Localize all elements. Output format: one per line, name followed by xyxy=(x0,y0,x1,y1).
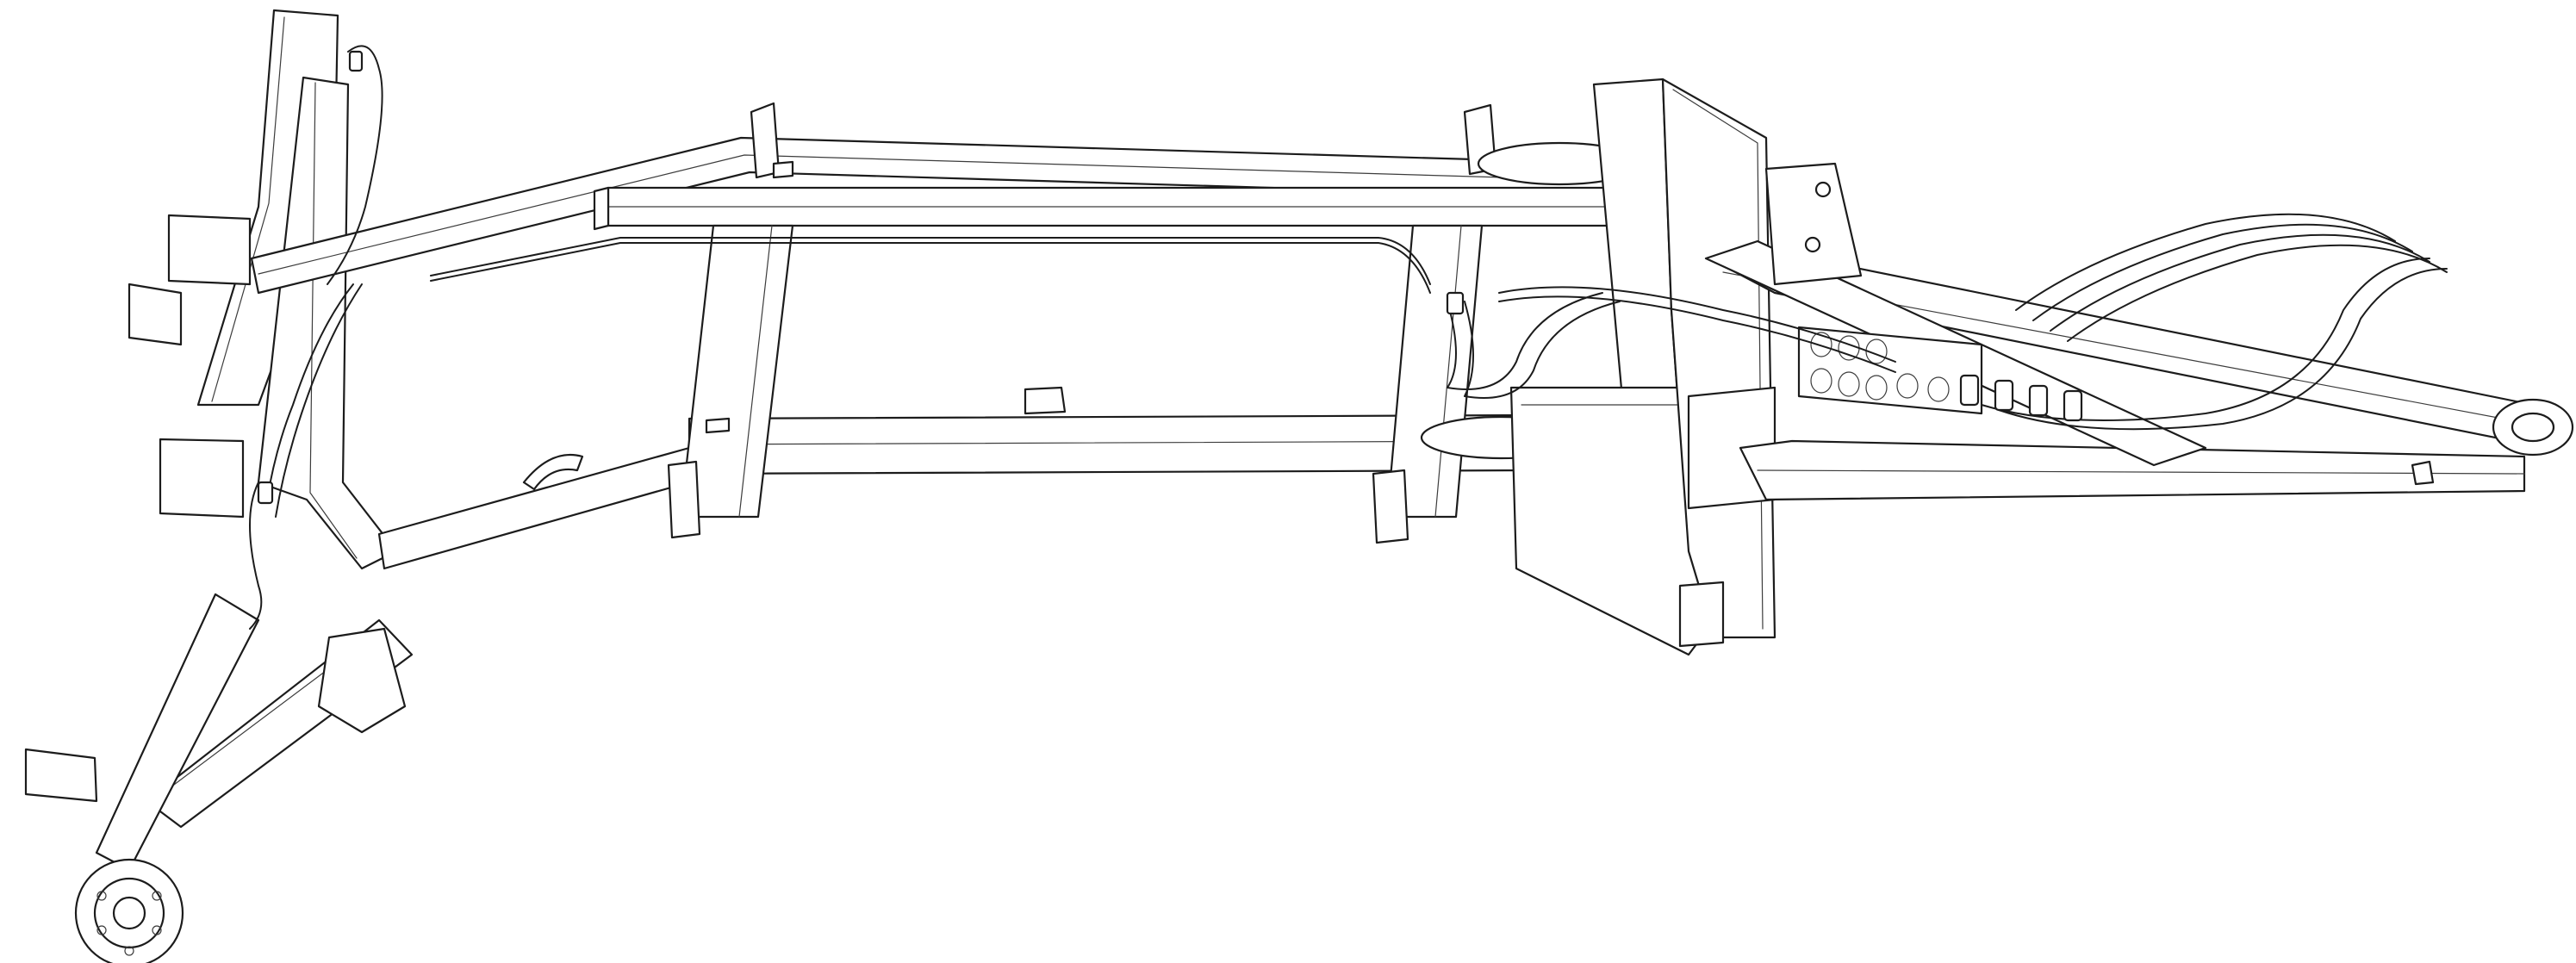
left-mount-plate xyxy=(167,214,252,286)
mounting-box xyxy=(1509,78,1776,656)
wheel-stud-2 xyxy=(152,891,162,901)
hose-cross-1 xyxy=(1498,286,1896,363)
hydraulic-coupler-2 xyxy=(1994,379,2014,412)
hydraulic-coupler-left-1 xyxy=(348,50,364,72)
hose-loop-2 xyxy=(1464,301,1621,399)
wheel-hub-flange xyxy=(74,858,184,963)
hose-arc-5 xyxy=(2050,233,2430,332)
hitch-tab-lower xyxy=(2411,460,2435,486)
hose-arc-4 xyxy=(2032,223,2413,321)
plate-hole-6 xyxy=(1865,375,1888,401)
hose-beam-run-1 xyxy=(430,237,1431,285)
mounting-bracket-center xyxy=(1024,386,1067,415)
long-beam-upper-end xyxy=(593,186,610,231)
hitch-eye-outer xyxy=(2492,398,2574,457)
left-side-tab xyxy=(128,283,183,346)
wheel-stud-3 xyxy=(96,925,107,935)
tongue-bolt-1 xyxy=(1814,181,1832,198)
frame-right-beam xyxy=(377,413,1535,570)
hydraulic-coupler-1 xyxy=(1959,374,1980,407)
hose-arc-6 xyxy=(2067,244,2448,342)
plate-hole-8 xyxy=(1927,376,1950,402)
cross-tube-right-tab-bottom xyxy=(1372,469,1409,544)
upper-rail-inner xyxy=(258,154,1621,275)
hitch-eye xyxy=(2411,398,2574,486)
left-upright-front-edge xyxy=(309,82,358,559)
hitch-eye-inner xyxy=(2511,412,2555,443)
hydraulic-coupler-left-2 xyxy=(257,481,274,505)
hose-left-lower-2 xyxy=(275,283,363,518)
lower-rail-to-axle xyxy=(377,446,691,570)
hydraulic-coupler-3 xyxy=(2028,384,2049,417)
tongue-bolt-2 xyxy=(1804,236,1821,253)
hose-left-lower xyxy=(266,283,354,500)
mounting-bracket-upper xyxy=(772,160,794,179)
wheel-stud-1 xyxy=(96,891,107,901)
plate-hole-4 xyxy=(1810,368,1832,394)
hydraulic-coupler-4 xyxy=(2063,389,2083,422)
hose-loop-1 xyxy=(1447,292,1603,390)
mounting-bracket-hook xyxy=(522,453,584,491)
hose-beam-run-2 xyxy=(430,242,1431,294)
plate-hole-5 xyxy=(1838,371,1860,397)
wheel-hub xyxy=(74,858,184,963)
axle-pivot-block xyxy=(317,627,407,734)
hydraulic-couplers xyxy=(257,50,2083,505)
wheel-stud-5 xyxy=(124,946,134,956)
cross-tube-body xyxy=(679,224,794,519)
left-mount-plate-lower xyxy=(159,438,245,519)
plate-hole-1 xyxy=(1810,332,1832,357)
hose-left-tail xyxy=(249,482,263,630)
cross-tube xyxy=(667,102,794,539)
cross-tube-right-edge xyxy=(1434,225,1462,518)
wheel-hub-cap xyxy=(112,896,146,930)
cross-tube-lower-tab xyxy=(667,460,701,539)
hose-arc-2 xyxy=(1998,268,2448,431)
cross-tube-edge xyxy=(738,225,773,518)
hose-arc-3 xyxy=(2015,213,2396,311)
left-axle-assembly xyxy=(24,9,414,872)
hose-left-upper xyxy=(327,45,383,285)
wheel-hub-ring xyxy=(93,877,165,949)
tongue-upright xyxy=(1764,162,1863,286)
tongue-lower-rail-edge xyxy=(1757,469,2525,475)
mounting-box-foot xyxy=(1678,581,1725,648)
mounting-bracket-lower xyxy=(705,417,731,434)
hydraulic-coupler-mid xyxy=(1446,291,1465,315)
left-lower-tab xyxy=(24,748,98,803)
wheel-stud-4 xyxy=(152,925,162,935)
hose-cross-2 xyxy=(1498,295,1896,373)
left-upright-rear-edge xyxy=(211,16,285,402)
plate-hole-7 xyxy=(1896,373,1919,399)
